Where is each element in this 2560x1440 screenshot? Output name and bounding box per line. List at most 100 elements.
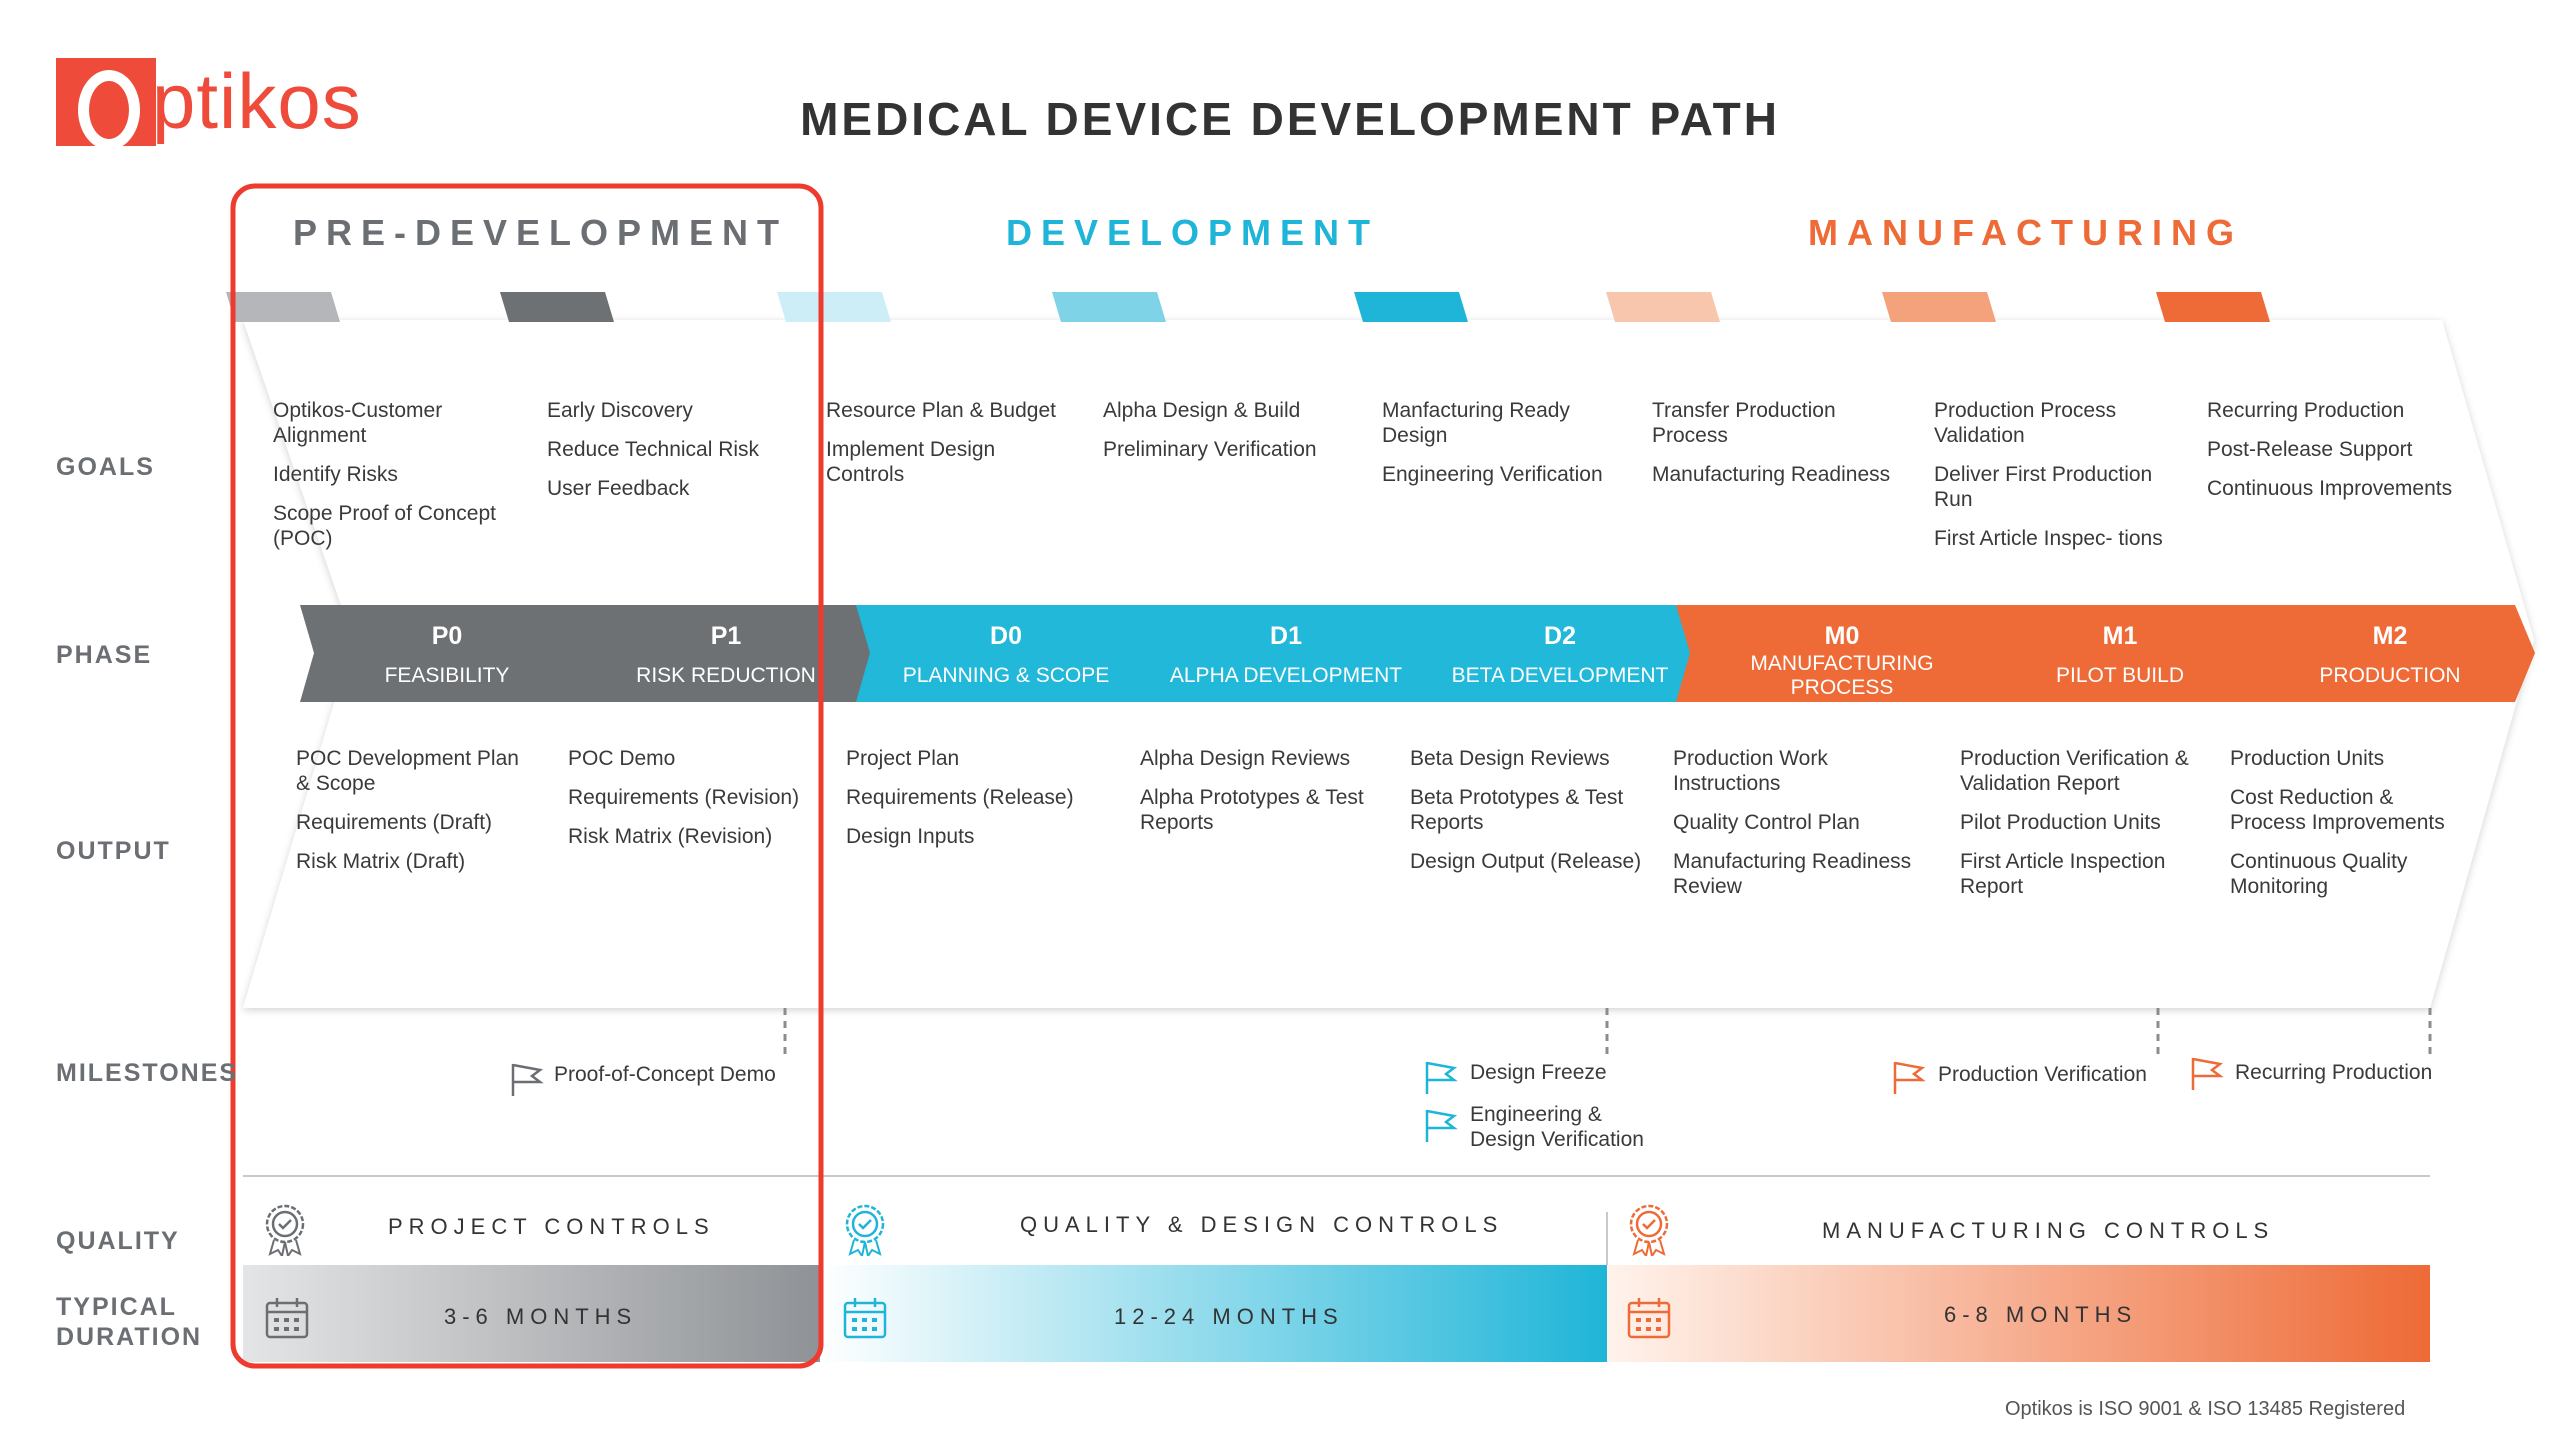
output-item: Requirements (Release)	[846, 786, 1074, 809]
goal-item: Transfer Production Process	[1652, 399, 1836, 447]
row-label-quality: QUALITY	[56, 1227, 180, 1255]
calendar-icon	[1627, 1298, 1671, 1339]
output-item: Design Output (Release)	[1410, 850, 1642, 873]
stage-pre-development: PRE-DEVELOPMENT	[293, 212, 789, 253]
phase-code: P0	[431, 622, 463, 650]
outputs-m1: Production Verification & Validation Rep…	[1960, 746, 2200, 913]
row-label-duration: TYPICAL DURATION	[56, 1292, 202, 1352]
column-color-tab	[2156, 292, 2270, 322]
duration-mfg: 6-8 MONTHS	[1944, 1302, 2138, 1327]
column-color-tab	[226, 292, 340, 322]
goal-item: Resource Plan & Budget	[826, 399, 1056, 422]
phase-code: D2	[1544, 622, 1576, 650]
phase-name: BETA DEVELOPMENT	[1451, 664, 1669, 687]
milestone-poc-demo: Proof-of-Concept Demo	[554, 1063, 776, 1086]
output-item: Production Verification & Validation Rep…	[1960, 747, 2189, 795]
column-color-tab	[1882, 292, 1996, 322]
goal-item: Engineering Verification	[1382, 463, 1603, 486]
phase-name: ALPHA DEVELOPMENT	[1169, 664, 1403, 687]
output-item: Requirements (Draft)	[296, 811, 493, 834]
output-item: Production Work Instructions	[1673, 747, 1828, 795]
goal-item: Alpha Design & Build	[1103, 399, 1301, 422]
phase-name: PILOT BUILD	[2056, 664, 2184, 687]
goal-item: Post-Release Support	[2207, 438, 2413, 461]
goal-item: Continuous Improvements	[2207, 477, 2453, 500]
duration-bar-mfg	[1607, 1265, 2430, 1362]
phase-arrow-mfg	[1676, 605, 2535, 702]
goal-item: Scope Proof of Concept (POC)	[273, 502, 496, 550]
goal-item: User Feedback	[547, 477, 690, 500]
page-title: MEDICAL DEVICE DEVELOPMENT PATH	[800, 93, 1780, 145]
goal-item: Identify Risks	[273, 463, 398, 486]
phase-name: FEASIBILITY	[384, 664, 510, 687]
output-item: Risk Matrix (Revision)	[568, 825, 773, 848]
controls-quality-design: QUALITY & DESIGN CONTROLS	[1020, 1212, 1504, 1237]
row-label-duration-line2: DURATION	[56, 1323, 203, 1351]
phase-code: D1	[1270, 622, 1302, 650]
phase-code: M0	[1824, 622, 1860, 650]
logo-wordmark: ptikos	[152, 57, 362, 145]
calendar-icon	[265, 1298, 309, 1339]
column-color-tab	[1354, 292, 1468, 322]
phase-name: RISK REDUCTION	[636, 664, 816, 687]
output-item: First Article Inspection Report	[1960, 850, 2166, 898]
milestone-recurring-production: Recurring Production	[2235, 1061, 2433, 1084]
column-color-tab	[1052, 292, 1166, 322]
output-item: Beta Prototypes & Test Reports	[1410, 786, 1624, 834]
goal-item: Manfacturing Ready Design	[1382, 399, 1570, 447]
goal-item: Deliver First Production Run	[1934, 463, 2153, 511]
output-item: Beta Design Reviews	[1410, 747, 1610, 770]
phase-arrow-dev	[856, 605, 1700, 702]
footer-iso: Optikos is ISO 9001 & ISO 13485 Register…	[2005, 1398, 2406, 1420]
output-item: Cost Reduction & Process Improvements	[2230, 786, 2445, 834]
row-label-duration-line1: TYPICAL	[56, 1293, 177, 1321]
goal-item: Reduce Technical Risk	[547, 438, 760, 461]
duration-bar-dev	[820, 1265, 1607, 1362]
milestone-production-verification: Production Verification	[1938, 1063, 2147, 1086]
stage-development: DEVELOPMENT	[1006, 212, 1380, 253]
output-item: Project Plan	[846, 747, 960, 770]
goal-item: First Article Inspec- tions	[1934, 527, 2163, 550]
goal-item: Manufacturing Readiness	[1652, 463, 1891, 486]
phase-arrow-pre	[300, 605, 880, 702]
output-item: Requirements (Revision)	[568, 786, 800, 809]
duration-pre: 3-6 MONTHS	[444, 1304, 638, 1329]
goal-item: Production Process Validation	[1934, 399, 2117, 447]
duration-dev: 12-24 MONTHS	[1114, 1304, 1344, 1329]
output-item: Design Inputs	[846, 825, 975, 848]
output-item: Continuous Quality Monitoring	[2230, 850, 2408, 898]
milestone-eng-verification: Engineering & Design Verification	[1470, 1103, 1644, 1151]
phase-code: D0	[990, 622, 1022, 650]
milestone-design-freeze: Design Freeze	[1470, 1061, 1607, 1084]
output-item: Production Units	[2230, 747, 2385, 770]
award-badge-icon	[1629, 1204, 1669, 1256]
output-item: Pilot Production Units	[1960, 811, 2161, 834]
flag-icon	[511, 1063, 544, 1096]
goal-item: Recurring Production	[2207, 399, 2405, 422]
phase-name: PRODUCTION	[2319, 664, 2461, 687]
column-color-tab	[500, 292, 614, 322]
column-color-tab	[1606, 292, 1720, 322]
flag-icon	[2191, 1057, 2224, 1090]
row-label-goals: GOALS	[56, 453, 155, 481]
output-item: Manufacturing Readiness Review	[1673, 850, 1912, 898]
output-item: POC Development Plan & Scope	[296, 747, 519, 795]
award-badge-icon	[265, 1204, 305, 1256]
output-item: Quality Control Plan	[1673, 811, 1860, 834]
phase-code: M2	[2372, 622, 2408, 650]
phase-name: PLANNING & SCOPE	[902, 664, 1110, 687]
flag-icon	[1425, 1109, 1458, 1142]
output-item: Risk Matrix (Draft)	[296, 850, 466, 873]
phase-code: P1	[710, 622, 742, 650]
